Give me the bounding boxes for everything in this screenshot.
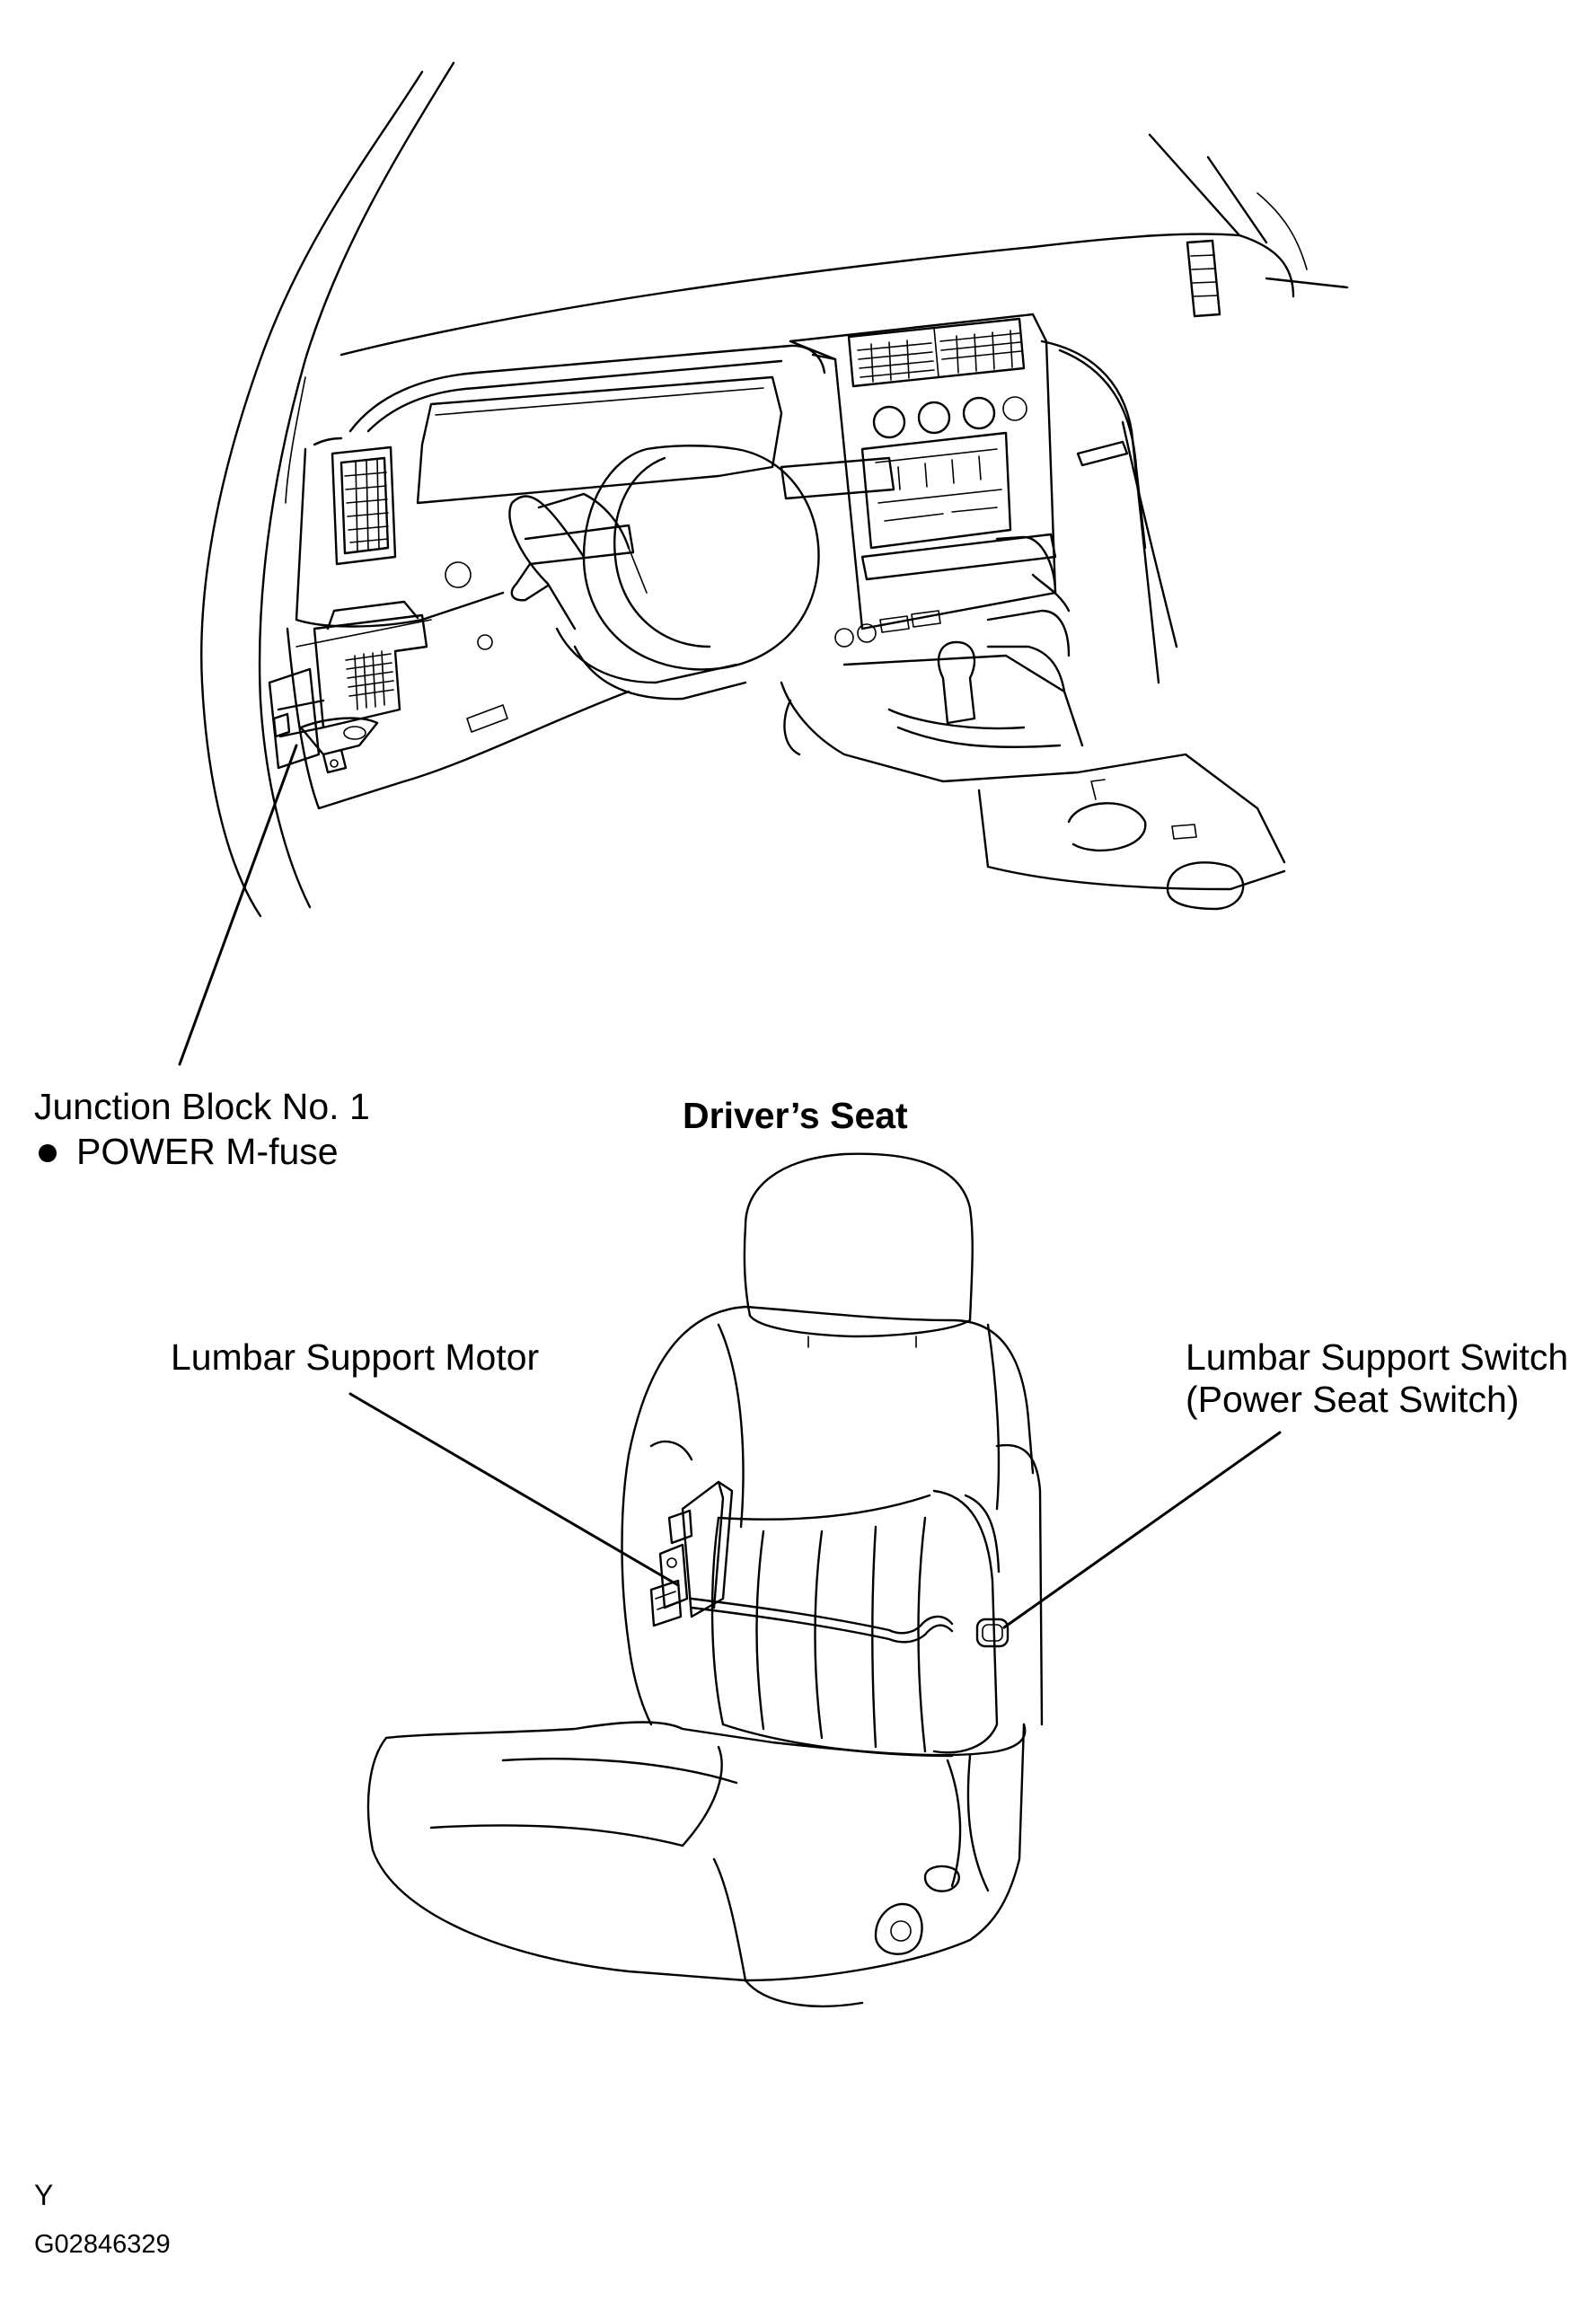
right-dash-panel [1040,339,1160,684]
cup-holder-left [1067,802,1147,851]
junction-block-no1 [268,600,428,774]
junction-block-text: Junction Block No. 1 [34,1086,370,1127]
footer-code-letter: Y [34,2179,54,2211]
lumbar-motor-leader [348,1392,680,1587]
headrest [743,1152,974,1338]
instrument-cluster [416,375,783,505]
power-fuse-text: POWER M-fuse [76,1131,339,1172]
bullet-icon [39,1143,57,1162]
lumbar-motor-label: Lumbar Support Motor [171,1336,540,1378]
dashboard-illustration [178,61,1349,1066]
lumbar-switch-label-line2: (Power Seat Switch) [1186,1379,1520,1420]
a-pillar [200,70,424,918]
steering-wheel [508,445,820,701]
junction-block-label: Junction Block No. 1 [34,1085,370,1129]
lumbar-support-motor [649,1480,734,1627]
center-vents [847,317,1026,388]
left-dash-lower [295,447,505,628]
power-fuse-label: POWER M-fuse [34,1130,339,1174]
dash-top [339,233,1241,357]
left-dash-vent [331,445,397,566]
center-stack [780,313,1057,648]
combination-switch-stalk [510,562,550,602]
seat-knob [874,1902,923,1955]
center-console [780,573,1286,911]
lumbar-support-switch [975,1618,1010,1648]
backrest-side-bolster [932,1489,999,1754]
junction-block-leader [178,744,298,1066]
backrest [627,1305,1035,1475]
lumbar-switch-label-line1: Lumbar Support Switch [1186,1336,1569,1378]
recline-lever [923,1865,960,1892]
right-side-vent [1186,239,1221,318]
gear-shift-knob [937,640,976,725]
footer-figure-id: G02846329 [34,2230,171,2259]
lumbar-switch-leader [1002,1431,1282,1629]
radio-unit [860,431,1012,550]
seat-cushion [384,1721,1027,1757]
seat-wire-harness [690,1597,954,1635]
drivers-seat-illustration [366,1152,1044,2008]
glovebox-handle [1076,440,1129,467]
cup-holder-right [1166,861,1245,911]
drivers-seat-title: Driver’s Seat [683,1095,908,1136]
